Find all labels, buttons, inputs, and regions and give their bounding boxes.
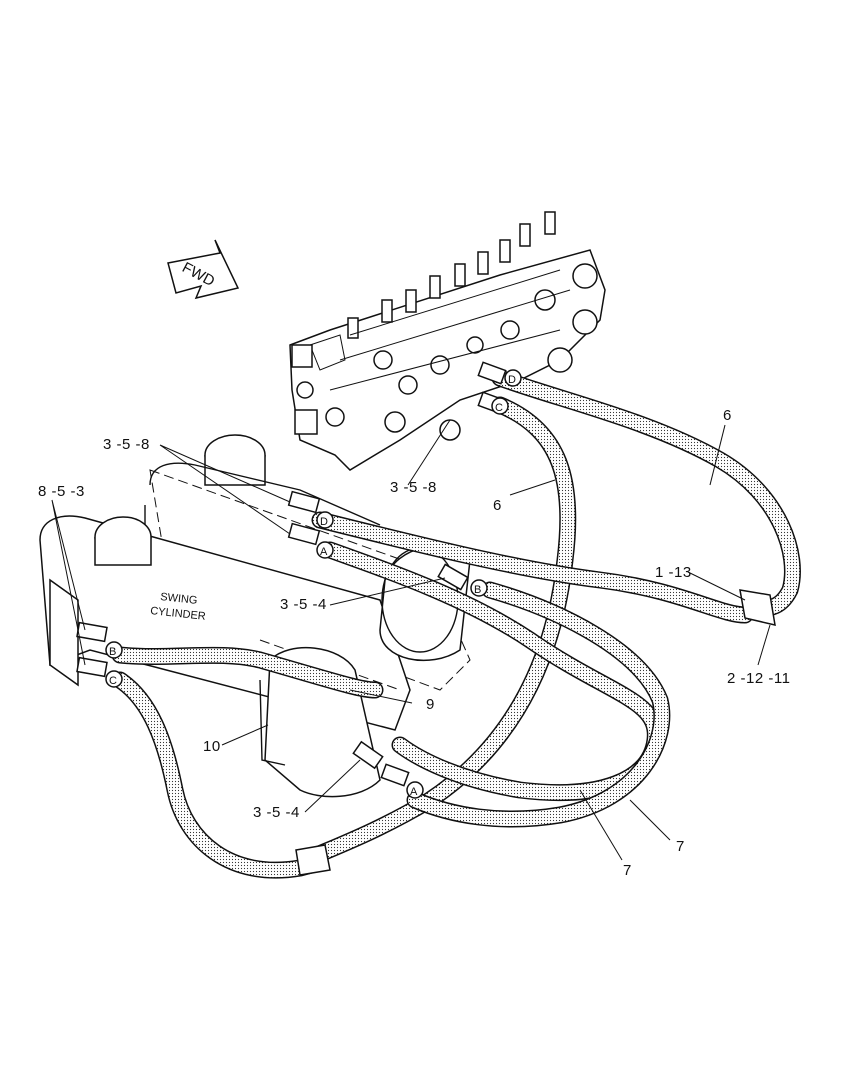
fittings bbox=[76, 361, 776, 876]
hose-b-left bbox=[111, 646, 384, 699]
leader-lines bbox=[51, 419, 771, 861]
control-valve bbox=[289, 211, 606, 471]
callouts: 3 -5 -8 8 -5 -3 3 -5 -8 6 6 1 -13 2 -12 … bbox=[38, 407, 790, 879]
hose-6-right bbox=[491, 369, 801, 617]
callout-9: 9 bbox=[426, 696, 435, 713]
callout-10: 10 bbox=[203, 738, 221, 755]
callout-3-5-8-lower: 3 -5 -8 bbox=[390, 479, 437, 496]
port-b-left: B bbox=[109, 646, 116, 658]
hose-c-left bbox=[111, 671, 324, 879]
port-c-left: C bbox=[109, 675, 117, 687]
port-c-top: C bbox=[495, 402, 503, 414]
callout-1-13: 1 -13 bbox=[655, 564, 692, 581]
callout-2-12-11: 2 -12 -11 bbox=[727, 670, 790, 687]
callout-3-5-4-lower: 3 -5 -4 bbox=[253, 804, 300, 821]
callout-8-5-3: 8 -5 -3 bbox=[38, 483, 85, 500]
hose-7-lower bbox=[406, 581, 671, 828]
port-d-top: D bbox=[508, 374, 516, 386]
callout-6-mid: 6 bbox=[493, 497, 502, 514]
port-b-top: B bbox=[474, 584, 481, 596]
hose-top-d bbox=[311, 511, 754, 624]
swing-cylinder-label-line2: CYLINDER bbox=[150, 605, 207, 623]
callout-3-5-8-upper: 3 -5 -8 bbox=[103, 436, 150, 453]
swing-cylinder-rear bbox=[144, 434, 471, 691]
callout-3-5-4-upper: 3 -5 -4 bbox=[280, 596, 327, 613]
port-d-mid: D bbox=[320, 516, 328, 528]
port-a-mid: A bbox=[320, 546, 328, 558]
callout-6-right: 6 bbox=[723, 407, 732, 424]
port-a-bottom: A bbox=[410, 786, 418, 798]
port-labels: B C D A B A D C bbox=[105, 369, 522, 799]
callout-7-bottom: 7 bbox=[623, 862, 632, 879]
swing-cylinder-label-line1: SWING bbox=[160, 591, 198, 607]
hose-6-center bbox=[301, 396, 577, 867]
fwd-arrow: FWD bbox=[167, 239, 240, 300]
callout-7-right: 7 bbox=[676, 838, 685, 855]
